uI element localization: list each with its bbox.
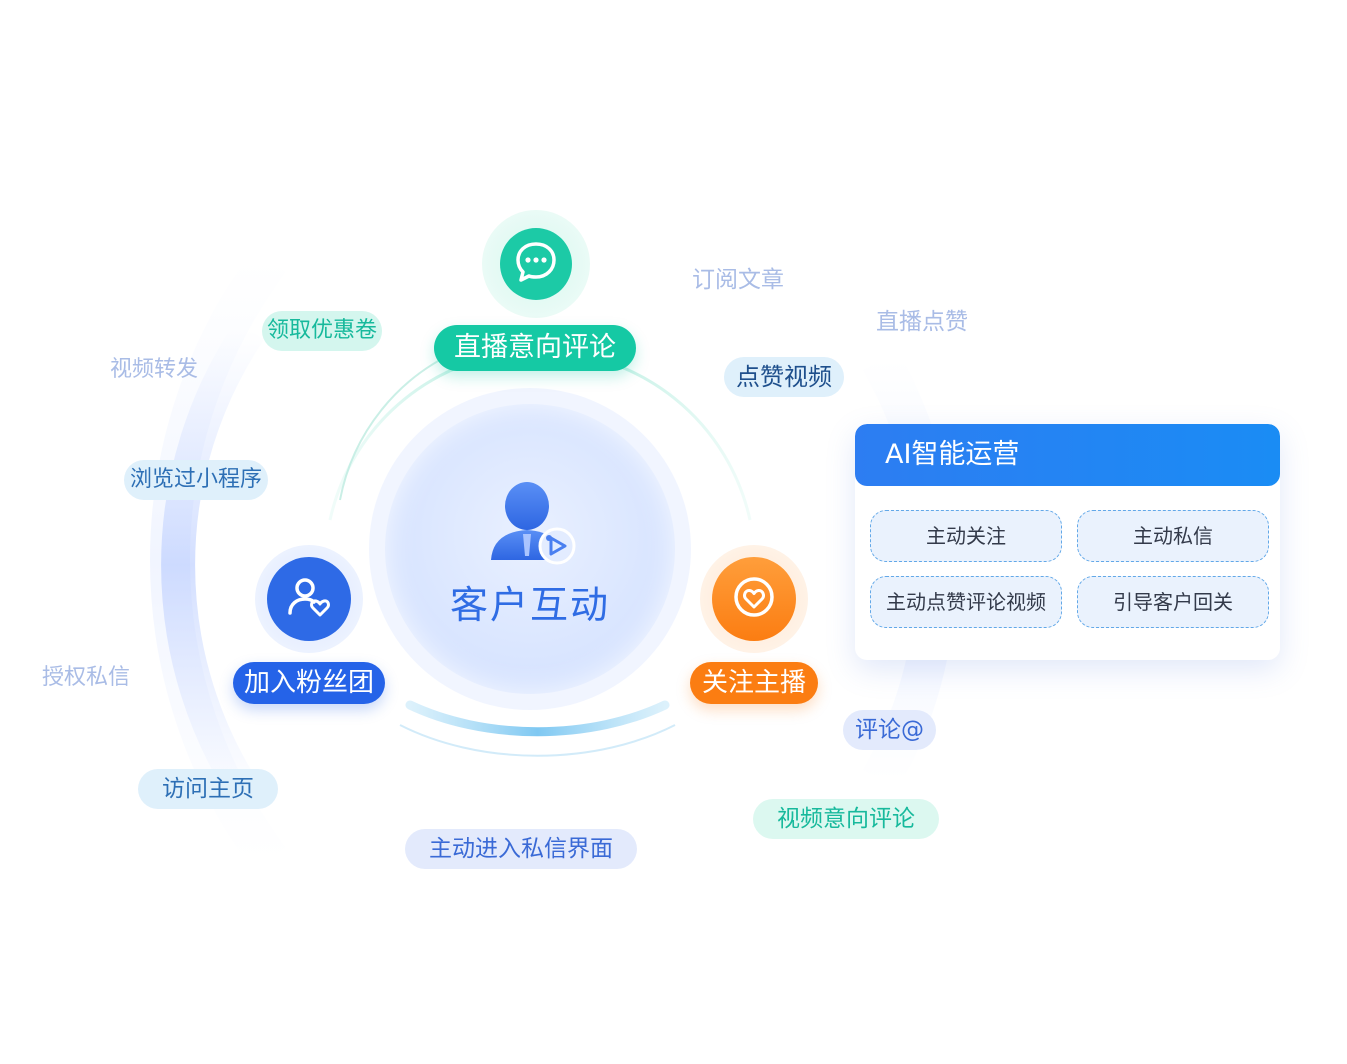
ai-action-like-comment: 主动点赞评论视频 — [870, 576, 1062, 628]
top-node-label: 直播意向评论 — [434, 325, 636, 371]
ai-action-follow: 主动关注 — [870, 510, 1062, 562]
chat-bubble-icon — [512, 238, 560, 290]
right-node — [700, 545, 808, 653]
top-node — [482, 210, 590, 318]
tag-like-video: 点赞视频 — [724, 357, 844, 397]
left-node — [255, 545, 363, 653]
tag-live-like: 直播点赞 — [876, 309, 968, 335]
center-title: 客户互动 — [449, 583, 610, 627]
tag-mini-program: 浏览过小程序 — [124, 460, 269, 500]
tag-enter-dm: 主动进入私信界面 — [405, 829, 637, 869]
right-node-label: 关注主播 — [690, 662, 819, 704]
tag-subscribe: 订阅文章 — [692, 267, 784, 293]
tag-auth-message: 授权私信 — [42, 665, 131, 690]
tag-coupon: 领取优惠卷 — [262, 311, 383, 351]
ai-panel-title: AI智能运营 — [855, 424, 1280, 486]
ai-operation-panel: AI智能运营 主动关注 主动私信 主动点赞评论视频 引导客户回关 — [855, 424, 1280, 660]
customer-person-icon — [485, 480, 581, 570]
ai-action-message: 主动私信 — [1077, 510, 1269, 562]
ai-action-guide-follow: 引导客户回关 — [1077, 576, 1269, 628]
heart-icon — [730, 573, 778, 625]
tag-comment-at: 评论@ — [843, 710, 936, 750]
ai-action-grid: 主动关注 主动私信 主动点赞评论视频 引导客户回关 — [855, 486, 1280, 628]
left-node-label: 加入粉丝团 — [233, 662, 386, 704]
tag-video-share: 视频转发 — [110, 357, 199, 382]
tag-visit-home: 访问主页 — [138, 769, 278, 809]
tag-video-comment: 视频意向评论 — [753, 799, 939, 839]
user-heart-icon — [285, 573, 333, 625]
